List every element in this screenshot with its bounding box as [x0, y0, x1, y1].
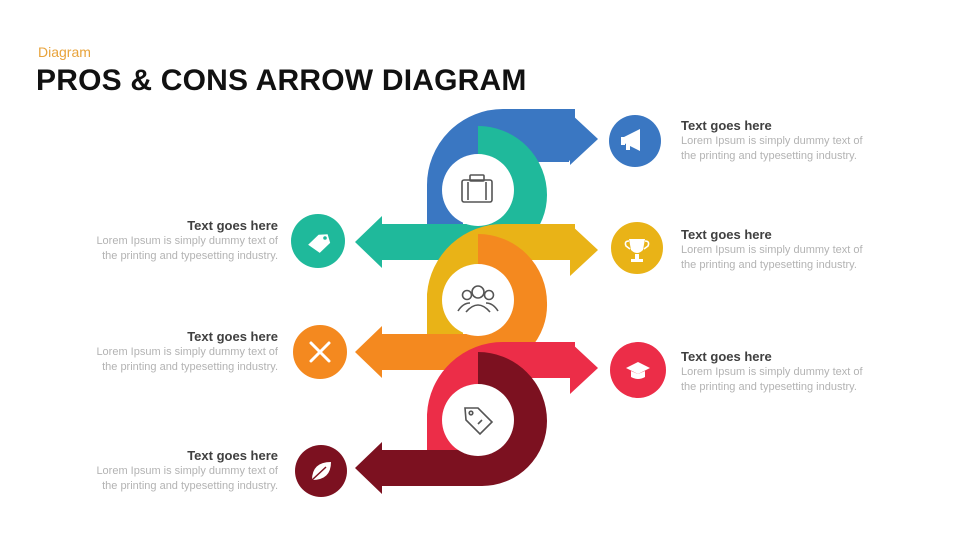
text-block-heading: Text goes here	[681, 118, 772, 133]
text-block-body-line1: Lorem Ipsum is simply dummy text of	[681, 366, 863, 378]
text-block-body-line2: the printing and typesetting industry.	[102, 250, 278, 262]
text-block-body-line2: the printing and typesetting industry.	[681, 150, 857, 162]
megaphone-icon	[621, 129, 640, 151]
red-arrowhead	[570, 342, 598, 394]
text-block-body-line1: Lorem Ipsum is simply dummy text of	[681, 135, 863, 147]
text-block-1: Text goes here Lorem Ipsum is simply dum…	[681, 118, 901, 164]
text-block-heading: Text goes here	[187, 329, 278, 344]
center-hole-1	[442, 154, 514, 226]
maroon-arrowhead	[355, 442, 382, 494]
page-title: PROS & CONS ARROW DIAGRAM	[36, 64, 527, 97]
blue-arrowhead	[570, 113, 598, 165]
text-block-4: Text goes here Lorem Ipsum is simply dum…	[58, 329, 278, 375]
text-block-body-line1: Lorem Ipsum is simply dummy text of	[96, 235, 278, 247]
trophy-icon	[624, 239, 650, 262]
text-block-body-line1: Lorem Ipsum is simply dummy text of	[96, 465, 278, 477]
center-hole-3	[442, 384, 514, 456]
text-block-3: Text goes here Lorem Ipsum is simply dum…	[681, 227, 901, 273]
text-block-body-line2: the printing and typesetting industry.	[102, 361, 278, 373]
text-block-6: Text goes here Lorem Ipsum is simply dum…	[58, 448, 278, 494]
category-label: Diagram	[38, 44, 91, 60]
price-tag-icon	[308, 234, 331, 253]
text-block-heading: Text goes here	[187, 218, 278, 233]
text-block-body-line1: Lorem Ipsum is simply dummy text of	[96, 346, 278, 358]
text-block-5: Text goes here Lorem Ipsum is simply dum…	[681, 349, 901, 395]
tools-icon	[309, 341, 331, 363]
maroon-band	[380, 352, 548, 486]
center-hole-2	[442, 264, 514, 336]
text-block-body-line2: the printing and typesetting industry.	[681, 381, 857, 393]
text-block-body-line1: Lorem Ipsum is simply dummy text of	[681, 244, 863, 256]
text-block-2: Text goes here Lorem Ipsum is simply dum…	[58, 218, 278, 264]
text-block-heading: Text goes here	[187, 448, 278, 463]
text-block-body-line2: the printing and typesetting industry.	[102, 480, 278, 492]
luggage-icon	[461, 174, 493, 203]
yellow-arrowhead	[570, 224, 598, 276]
text-block-heading: Text goes here	[681, 349, 772, 364]
orange-arrowhead	[355, 326, 382, 378]
text-block-body-line2: the printing and typesetting industry.	[681, 259, 857, 271]
graduation-cap-icon	[626, 362, 650, 379]
leaf-icon	[311, 462, 331, 481]
tags-icon	[464, 407, 494, 436]
text-block-heading: Text goes here	[681, 227, 772, 242]
teal-arrowhead	[355, 216, 382, 268]
people-group-icon	[457, 285, 499, 313]
